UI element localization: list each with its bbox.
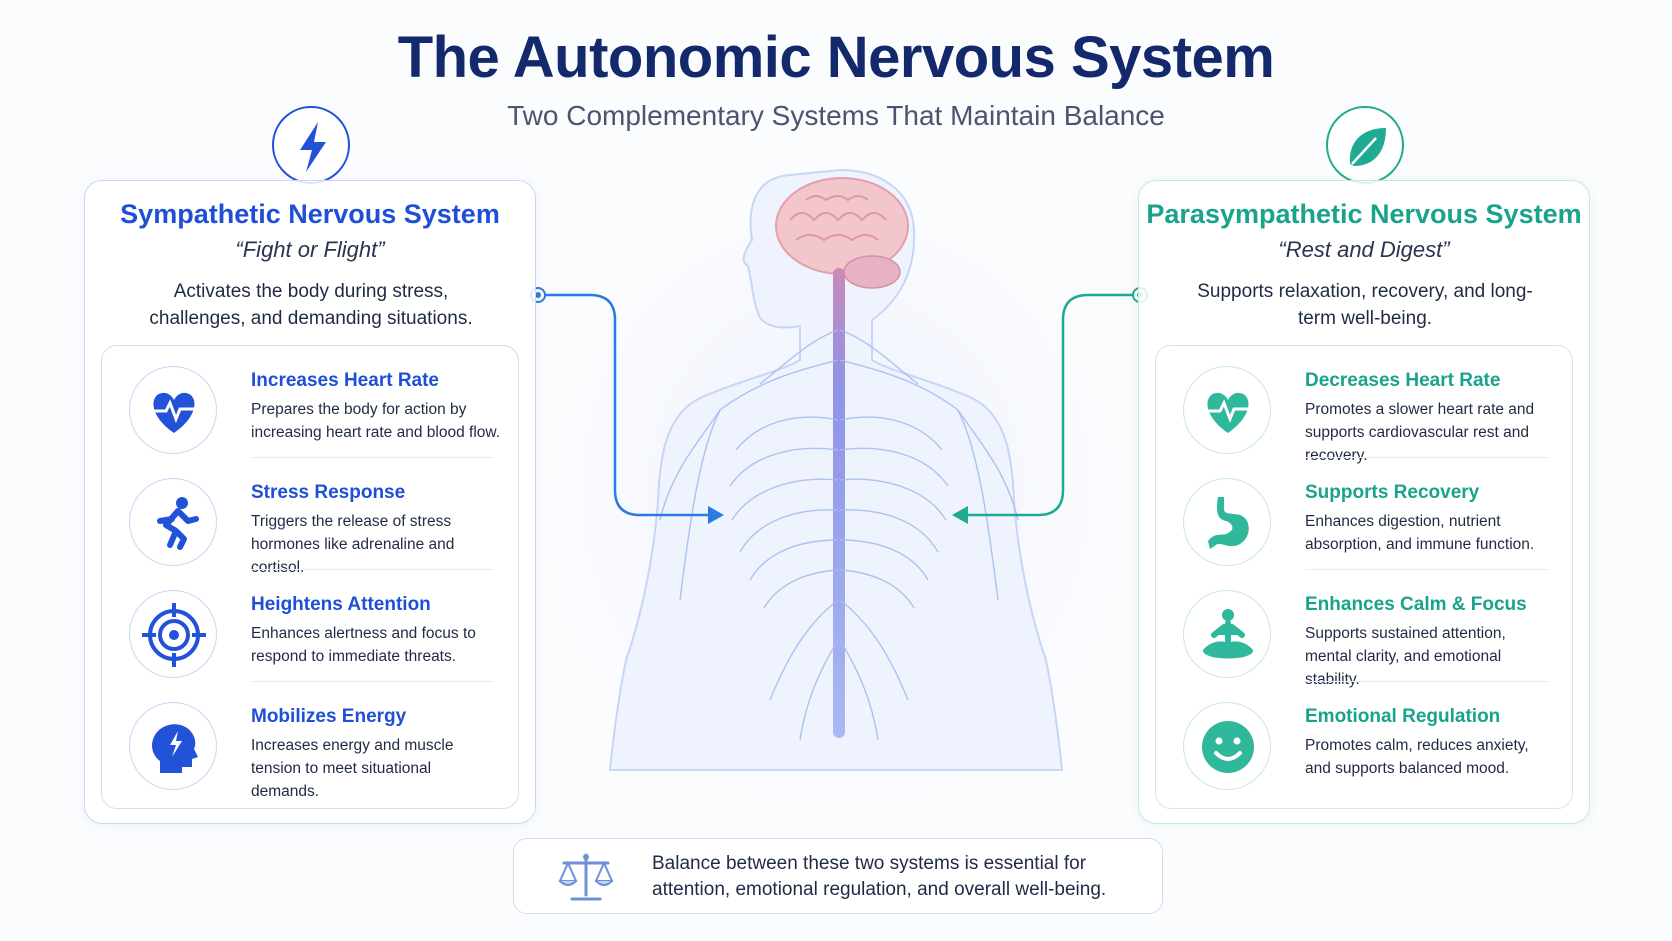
item-description: Prepares the body for action by increasi… <box>251 401 501 441</box>
list-item: Emotional Regulation Promotes calm, redu… <box>1156 682 1572 794</box>
parasympathetic-panel: Parasympathetic Nervous System “Rest and… <box>1138 180 1590 824</box>
item-description: Enhances alertness and focus to respond … <box>251 625 476 665</box>
sympathetic-effects-list: Increases Heart Rate Prepares the body f… <box>101 345 519 809</box>
parasympathetic-description: Supports relaxation, recovery, and long-… <box>1197 281 1533 329</box>
list-item: Enhances Calm & Focus Supports sustained… <box>1156 570 1572 688</box>
item-title: Emotional Regulation <box>1305 706 1501 727</box>
list-item: Mobilizes Energy Increases energy and mu… <box>102 682 518 800</box>
list-item: Supports Recovery Enhances digestion, nu… <box>1156 458 1572 570</box>
divider <box>1305 681 1548 682</box>
page-title: The Autonomic Nervous System <box>397 25 1275 90</box>
sympathetic-title: Sympathetic Nervous System <box>120 199 500 229</box>
item-title: Mobilizes Energy <box>251 706 407 727</box>
stomach-icon <box>1183 478 1271 566</box>
head-lightning-icon <box>129 702 217 790</box>
page-subtitle: Two Complementary Systems That Maintain … <box>507 100 1165 131</box>
target-icon <box>129 590 217 678</box>
divider <box>1305 457 1548 458</box>
balance-note: Balance between these two systems is ess… <box>513 838 1163 914</box>
leaf-icon <box>1326 106 1404 184</box>
smiley-icon <box>1183 702 1271 790</box>
heart-pulse-icon <box>129 366 217 454</box>
item-title: Increases Heart Rate <box>251 370 439 391</box>
list-item: Decreases Heart Rate Promotes a slower h… <box>1156 346 1572 464</box>
sympathetic-panel: Sympathetic Nervous System “Fight or Fli… <box>84 180 536 824</box>
item-title: Decreases Heart Rate <box>1305 370 1501 391</box>
parasympathetic-tagline: “Rest and Digest” <box>1278 237 1450 262</box>
item-title: Stress Response <box>251 482 406 503</box>
list-item: Increases Heart Rate Prepares the body f… <box>102 346 518 458</box>
sympathetic-description: Activates the body during stress, challe… <box>149 281 473 329</box>
divider <box>251 681 494 682</box>
item-description: Promotes a slower heart rate and support… <box>1305 401 1535 464</box>
item-title: Enhances Calm & Focus <box>1305 594 1527 615</box>
list-item: Stress Response Triggers the release of … <box>102 458 518 576</box>
lightning-icon <box>272 106 350 184</box>
item-description: Triggers the release of stress hormones … <box>251 513 455 576</box>
divider <box>251 457 494 458</box>
item-description: Enhances digestion, nutrient absorption,… <box>1305 513 1535 553</box>
running-person-icon <box>129 478 217 566</box>
balance-note-text: Balance between these two systems is ess… <box>652 853 1107 900</box>
list-item: Heightens Attention Enhances alertness a… <box>102 570 518 682</box>
item-description: Increases energy and muscle tension to m… <box>251 737 454 800</box>
item-title: Supports Recovery <box>1305 482 1480 503</box>
item-description: Supports sustained attention, mental cla… <box>1305 625 1506 688</box>
balance-scale-icon <box>558 853 614 901</box>
parasympathetic-effects-list: Decreases Heart Rate Promotes a slower h… <box>1155 345 1573 809</box>
heart-pulse-icon <box>1183 366 1271 454</box>
divider <box>251 569 494 570</box>
divider <box>1305 569 1548 570</box>
meditation-icon <box>1183 590 1271 678</box>
parasympathetic-title: Parasympathetic Nervous System <box>1146 199 1582 229</box>
item-title: Heightens Attention <box>251 594 431 615</box>
item-description: Promotes calm, reduces anxiety, and supp… <box>1305 737 1529 777</box>
sympathetic-tagline: “Fight or Flight” <box>235 237 385 262</box>
